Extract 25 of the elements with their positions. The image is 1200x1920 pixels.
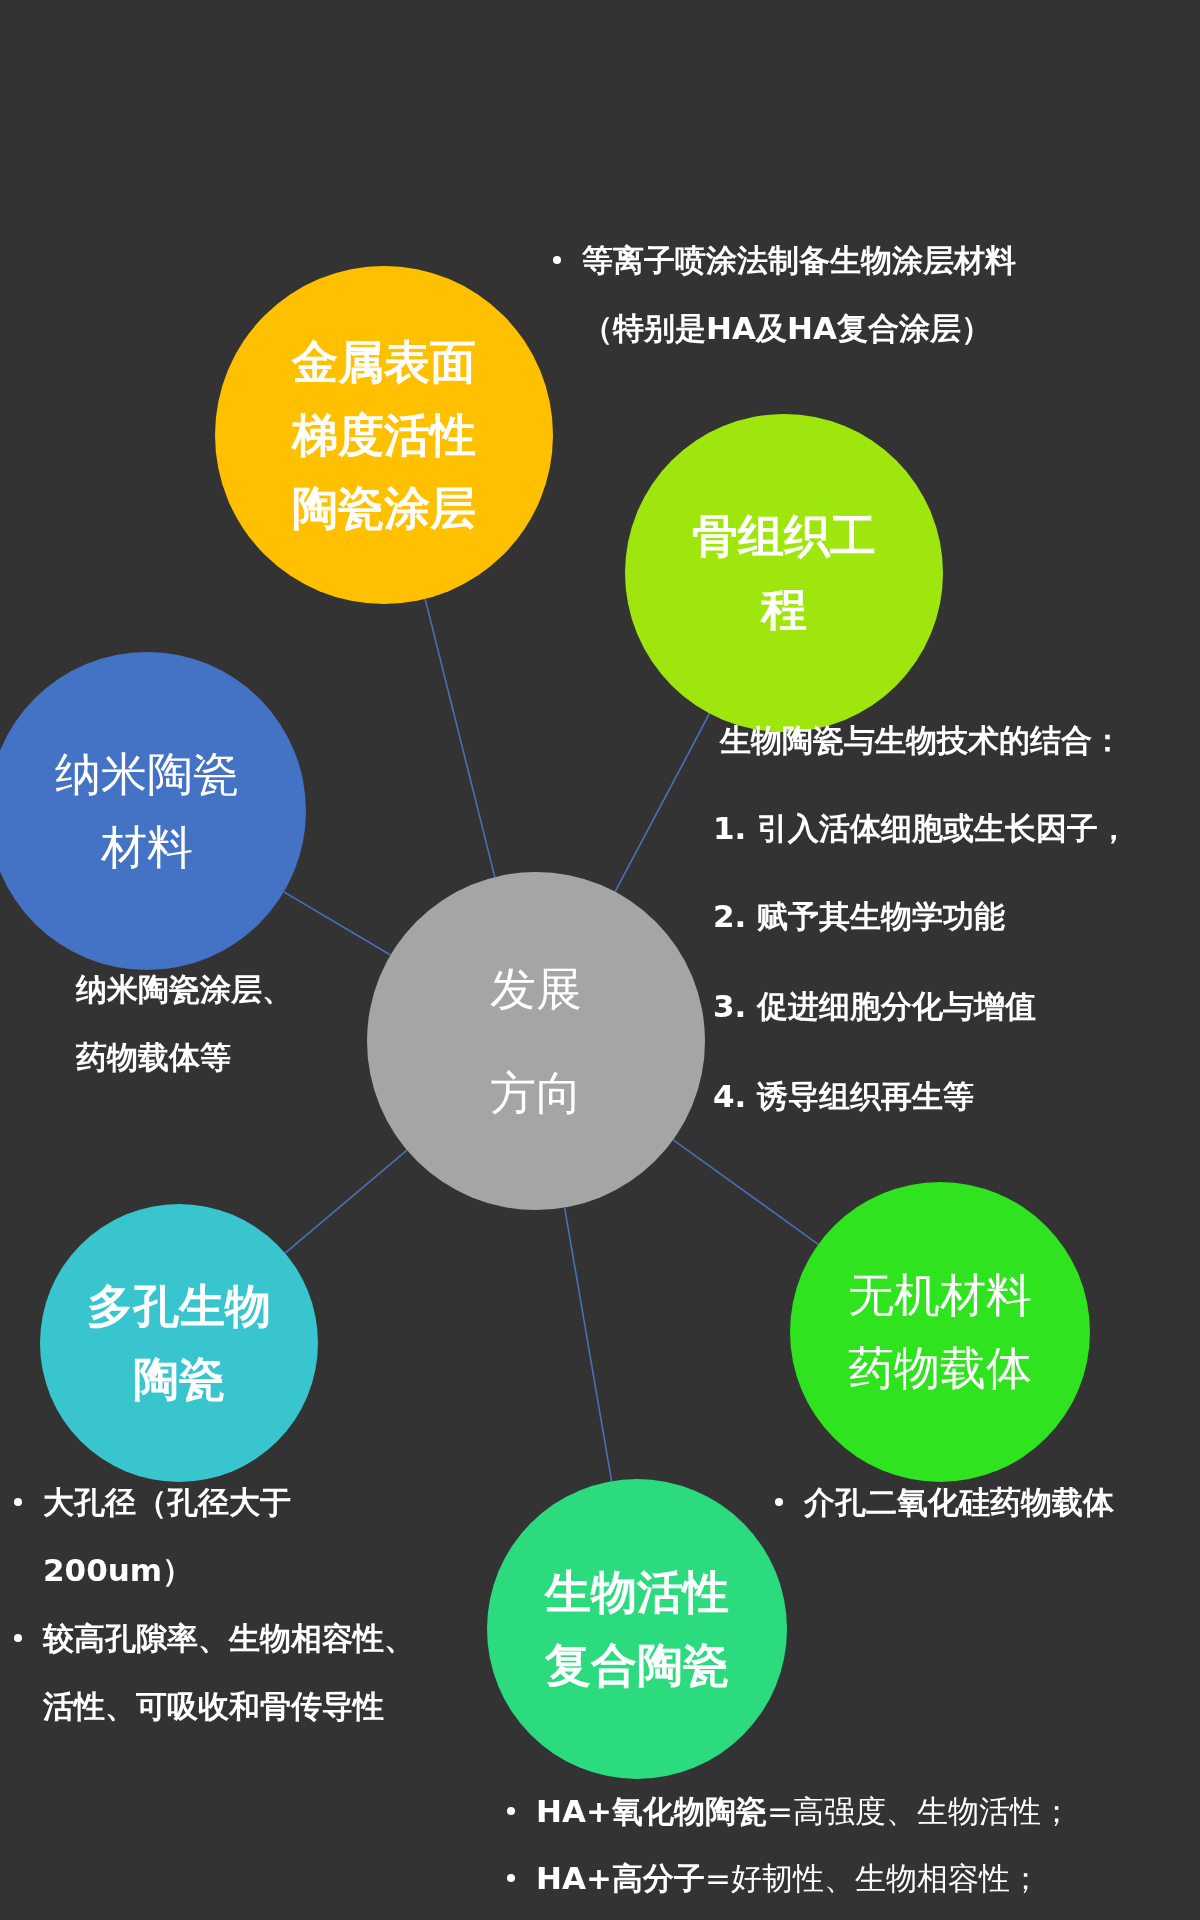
circle-label: 生物活性复合陶瓷 bbox=[543, 1564, 730, 1694]
note-text: 4. 诱导组织再生等 bbox=[713, 1077, 976, 1116]
circle-label: 无机材料药物载体 bbox=[847, 1267, 1033, 1397]
connector-line bbox=[284, 1149, 408, 1255]
connector-line bbox=[283, 891, 392, 956]
note-text: 2. 赋予其生物学功能 bbox=[713, 897, 1007, 936]
circle-label: 发展方向 bbox=[489, 961, 583, 1122]
note-text: 等离子喷涂法制备生物涂层材料（特别是HA及HA复合涂层） bbox=[582, 241, 1017, 348]
circle-label: 多孔生物陶瓷 bbox=[86, 1278, 272, 1408]
connector-line bbox=[614, 712, 711, 893]
note-text: HA+高分子=好韧性、生物相容性； bbox=[536, 1859, 1042, 1898]
connector-line bbox=[563, 1206, 613, 1482]
circle-label: 金属表面梯度活性陶瓷涂层 bbox=[290, 333, 477, 537]
note-text: 3. 促进细胞分化与增值 bbox=[713, 987, 1038, 1026]
circle-label: 纳米陶瓷材料 bbox=[54, 746, 240, 876]
note-text: 介孔二氧化硅药物载体 bbox=[804, 1483, 1115, 1522]
connector-line bbox=[424, 598, 496, 878]
note-text: 1. 引入活体细胞或生长因子， bbox=[713, 809, 1131, 848]
note-text: 纳米陶瓷涂层、药物载体等 bbox=[76, 970, 294, 1077]
note-text: HA+氧化物陶瓷=高强度、生物活性； bbox=[536, 1792, 1073, 1831]
note-text: 较高孔隙率、生物相容性、活性、可吸收和骨传导性 bbox=[43, 1619, 416, 1726]
circle-label: 骨组织工程 bbox=[691, 508, 877, 638]
note-text: 生物陶瓷与生物技术的结合： bbox=[720, 721, 1124, 760]
connector-line bbox=[672, 1138, 820, 1246]
note-text: 大孔径（孔径大于200um） bbox=[43, 1483, 292, 1590]
